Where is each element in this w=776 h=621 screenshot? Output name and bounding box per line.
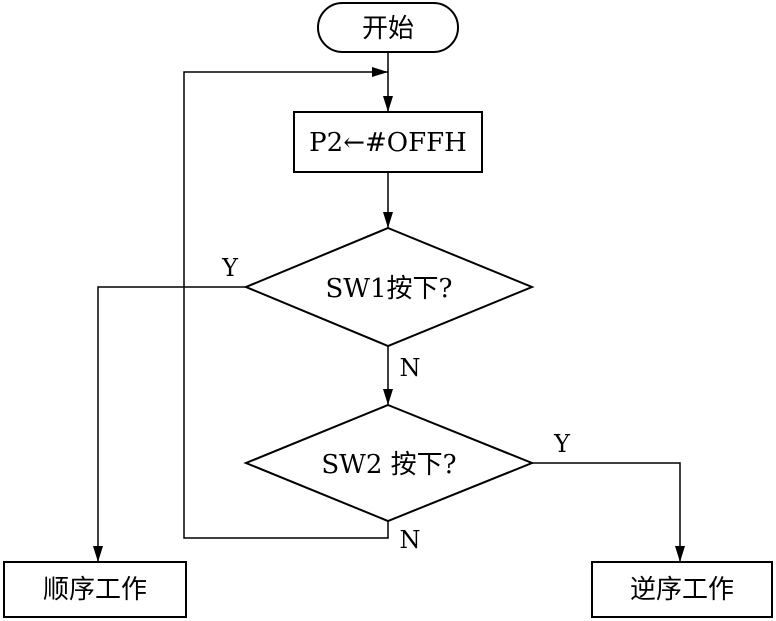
edge-label-d1-yes: Y [221,254,239,282]
arrow-into-forward [93,546,103,562]
arrow-into-d2 [383,389,393,405]
arrow-into-d1 [383,212,393,228]
start-terminal [317,2,459,53]
arrow-into-assign [383,96,393,112]
arrow-into-reverse [675,546,685,562]
arrowheads [93,67,685,562]
forward-process [3,561,187,618]
forward-label: 顺序工作 [43,575,147,605]
edge-label-d1-no: N [400,354,421,382]
start-label: 开始 [362,14,414,44]
edge-label-d2-yes: Y [553,430,571,458]
edge-label-d2-no: N [400,526,421,554]
decision-sw1-label: SW1按下? [325,274,452,304]
decision-sw1 [243,226,535,348]
line-d1-yes-to-forward [97,286,246,562]
connectors [97,52,681,562]
reverse-process [591,561,773,618]
line-d2-no-loop [183,71,389,539]
arrow-loop-return [372,67,388,77]
decision-sw2 [243,403,535,523]
reverse-label: 逆序工作 [630,575,734,605]
assign-label: P2←#OFFH [309,128,467,158]
assign-process [293,111,483,173]
line-d2-yes-to-reverse [532,462,681,562]
decision-sw2-label: SW2 按下? [321,450,456,480]
